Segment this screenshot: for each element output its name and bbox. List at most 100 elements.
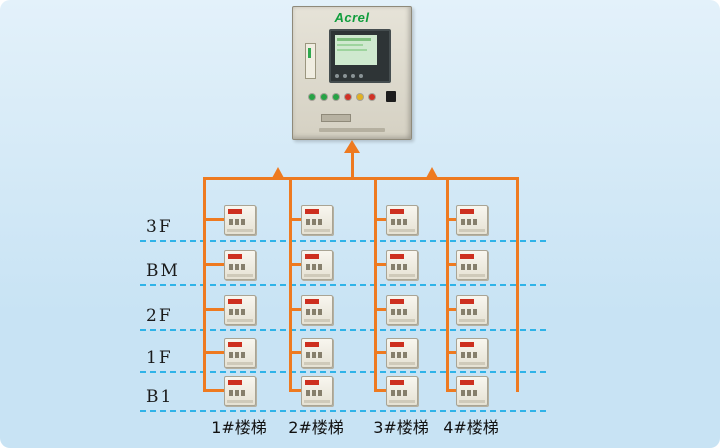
device-label (305, 254, 319, 259)
screen-buttons (335, 74, 363, 78)
floor-line (140, 284, 546, 286)
device-label (460, 380, 474, 385)
monitor-device (456, 376, 488, 406)
device-terminals (391, 352, 407, 358)
device-terminals (461, 390, 477, 396)
device-label (460, 209, 474, 214)
led-red-icon (345, 94, 351, 100)
arrow-up-icon (272, 167, 284, 178)
bus-stub (374, 263, 386, 266)
led-green-icon (321, 94, 327, 100)
device-label (390, 380, 404, 385)
bus-stub (374, 308, 386, 311)
bus-trunk (203, 177, 519, 180)
monitor-device (456, 205, 488, 235)
device-label (228, 254, 242, 259)
cabinet-screen (329, 29, 391, 83)
bus-stub (203, 263, 224, 266)
led-yellow-icon (357, 94, 363, 100)
device-terminals (229, 352, 245, 358)
device-label (460, 299, 474, 304)
screen-display (335, 35, 377, 65)
bus-drop (289, 177, 292, 392)
device-label (390, 342, 404, 347)
device-terminals (461, 264, 477, 270)
monitor-device (301, 205, 333, 235)
floor-label: 3F (146, 217, 173, 237)
floor-line (140, 410, 546, 412)
device-label (228, 209, 242, 214)
card-slot (321, 114, 351, 122)
monitor-device (456, 250, 488, 280)
bus-stub (446, 389, 456, 392)
bus-stub (446, 308, 456, 311)
bus-stub (374, 351, 386, 354)
monitor-device (224, 250, 256, 280)
device-terminals (229, 309, 245, 315)
device-terminals (461, 309, 477, 315)
bus-stub (203, 351, 224, 354)
monitor-device (224, 376, 256, 406)
floor-label: B1 (146, 387, 174, 407)
device-label (305, 299, 319, 304)
device-label (228, 380, 242, 385)
device-terminals (461, 219, 477, 225)
floor-label: BM (146, 261, 180, 281)
device-terminals (391, 390, 407, 396)
monitor-device (386, 205, 418, 235)
led-green-icon (333, 94, 339, 100)
monitor-device (224, 295, 256, 325)
device-terminals (461, 352, 477, 358)
bus-stub (446, 351, 456, 354)
bus-stub (289, 218, 301, 221)
floor-line (140, 240, 546, 242)
bus-stub (289, 308, 301, 311)
staircase-label: 1#楼梯 (211, 418, 267, 437)
monitor-device (386, 295, 418, 325)
device-terminals (306, 309, 322, 315)
device-terminals (391, 219, 407, 225)
bus-stub (374, 218, 386, 221)
bus-drop (203, 177, 206, 392)
bus-drop (374, 177, 377, 392)
monitor-device (456, 338, 488, 368)
device-terminals (306, 219, 322, 225)
led-green-icon (309, 94, 315, 100)
acrel-logo: Acrel (334, 10, 370, 25)
arrow-up-icon (426, 167, 438, 178)
monitor-device (386, 338, 418, 368)
device-terminals (229, 219, 245, 225)
cabinet-footer-text (319, 128, 385, 132)
floor-label: 1F (146, 348, 173, 368)
bus-riser (351, 152, 354, 180)
device-terminals (306, 352, 322, 358)
device-terminals (306, 390, 322, 396)
device-terminals (391, 309, 407, 315)
device-terminals (229, 390, 245, 396)
bus-stub (289, 263, 301, 266)
staircase-label: 2#楼梯 (288, 418, 344, 437)
status-leds (309, 94, 375, 100)
monitor-device (301, 376, 333, 406)
device-terminals (391, 264, 407, 270)
control-cabinet: Acrel (292, 6, 412, 140)
device-label (228, 342, 242, 347)
bus-drop (446, 177, 449, 392)
bus-stub (203, 218, 224, 221)
device-label (460, 254, 474, 259)
device-label (390, 209, 404, 214)
device-label (305, 342, 319, 347)
device-label (228, 299, 242, 304)
monitor-device (301, 295, 333, 325)
device-label (390, 254, 404, 259)
bus-stub (446, 263, 456, 266)
cabinet-gauge (305, 43, 316, 79)
device-label (305, 209, 319, 214)
bus-stub (289, 389, 301, 392)
floor-line (140, 329, 546, 331)
monitor-device (456, 295, 488, 325)
monitor-device (224, 338, 256, 368)
floor-label: 2F (146, 306, 173, 326)
monitor-device (301, 250, 333, 280)
